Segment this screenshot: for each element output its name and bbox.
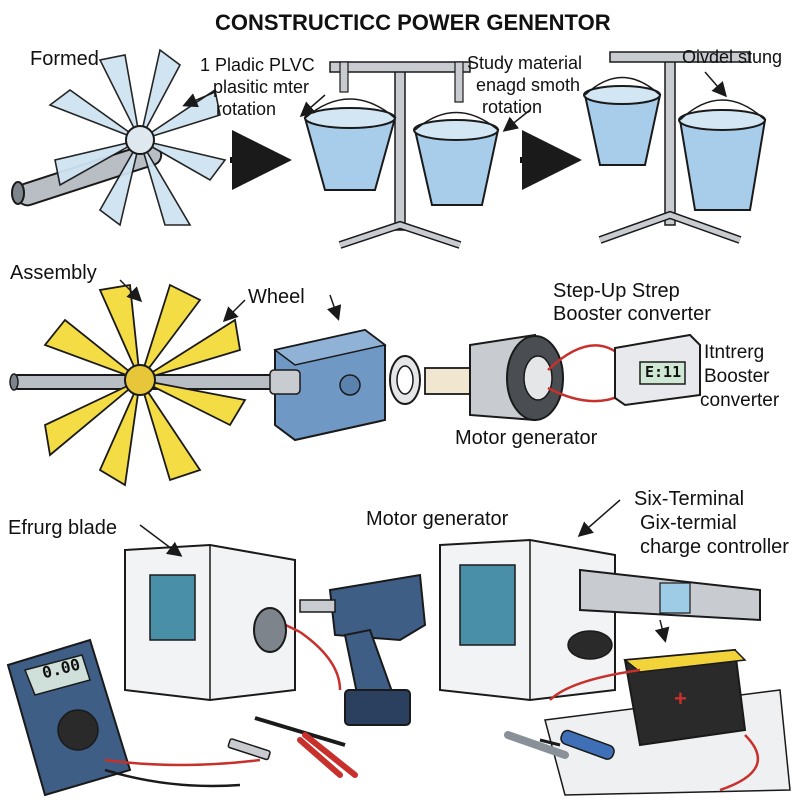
pliers: [254, 716, 358, 778]
pvc-label-line2: plasitic mter: [213, 77, 310, 97]
gearbox-motor: [269, 328, 387, 442]
pvc-pointer-arrow: [182, 91, 216, 108]
formed-label: Formed: [30, 48, 99, 70]
oivdel-label: Oivdel stung: [682, 47, 783, 67]
power-drill: [299, 573, 427, 726]
booster-converter-module: [614, 333, 701, 407]
wrench: [504, 731, 569, 759]
study-label-line2: enagd smoth: [476, 75, 581, 95]
bucket-stand-1: [303, 61, 500, 249]
pvc-blade-fan: [11, 48, 227, 227]
drill-bit: [227, 738, 271, 761]
stepup-label-line2: Booster converter: [553, 303, 711, 325]
pvc-label-line3: rotation: [216, 99, 277, 119]
sixterm-label-line2: Gix-termial: [640, 512, 737, 534]
diagram-title: CONSTRUCTICC POWER GENENTOR: [215, 10, 611, 35]
oivdel-pointer-arrow: [704, 71, 727, 98]
battery: +: [549, 648, 760, 792]
study-label-line1: Study material: [467, 53, 583, 73]
motor-generator-bottom-label: Motor generator: [366, 508, 509, 530]
yellow-blade-wheel: [43, 283, 247, 487]
intrerg-label-line1: Itntrerg: [704, 342, 765, 363]
sixterm-label-line3: charge controller: [640, 536, 789, 558]
wheel-pointer-arrow-2: [326, 294, 342, 321]
assembly-pointer-arrow: [119, 279, 143, 303]
left-enclosure: [124, 543, 342, 702]
blade-pointer-arrow: [139, 524, 183, 557]
study-pointer-arrow: [502, 109, 531, 132]
intrerg-label-line2: Booster: [704, 366, 770, 387]
wheel-label: Wheel: [248, 286, 305, 308]
svg-text:+: +: [674, 686, 687, 711]
bucket-stand-2: [583, 51, 767, 244]
multimeter: [6, 638, 261, 797]
assembly-label: Assembly: [10, 262, 97, 284]
efrurg-blade-label: Efrurg blade: [8, 517, 117, 539]
motor-generator-mid: [469, 333, 623, 422]
pvc-label-line1: 1 Pladic PLVC: [200, 55, 315, 75]
sixterm-pointer-arrow: [577, 499, 621, 537]
sixterm-label-line1: Six-Terminal: [634, 488, 745, 510]
screwdriver: [539, 729, 615, 760]
coupling: [389, 355, 481, 405]
right-enclosure: [439, 538, 761, 702]
wheel-pointer-arrow: [222, 299, 246, 323]
motor-generator-label: Motor generator: [455, 427, 598, 449]
study-label-line3: rotation: [482, 97, 543, 117]
converter-display: E:11: [645, 363, 682, 381]
stepup-label-line1: Step-Up Strep: [553, 280, 680, 302]
pvc-rotation-arrow: [299, 94, 326, 117]
intrerg-label-line3: converter: [700, 390, 780, 411]
controller-pointer-arrow: [654, 619, 670, 643]
